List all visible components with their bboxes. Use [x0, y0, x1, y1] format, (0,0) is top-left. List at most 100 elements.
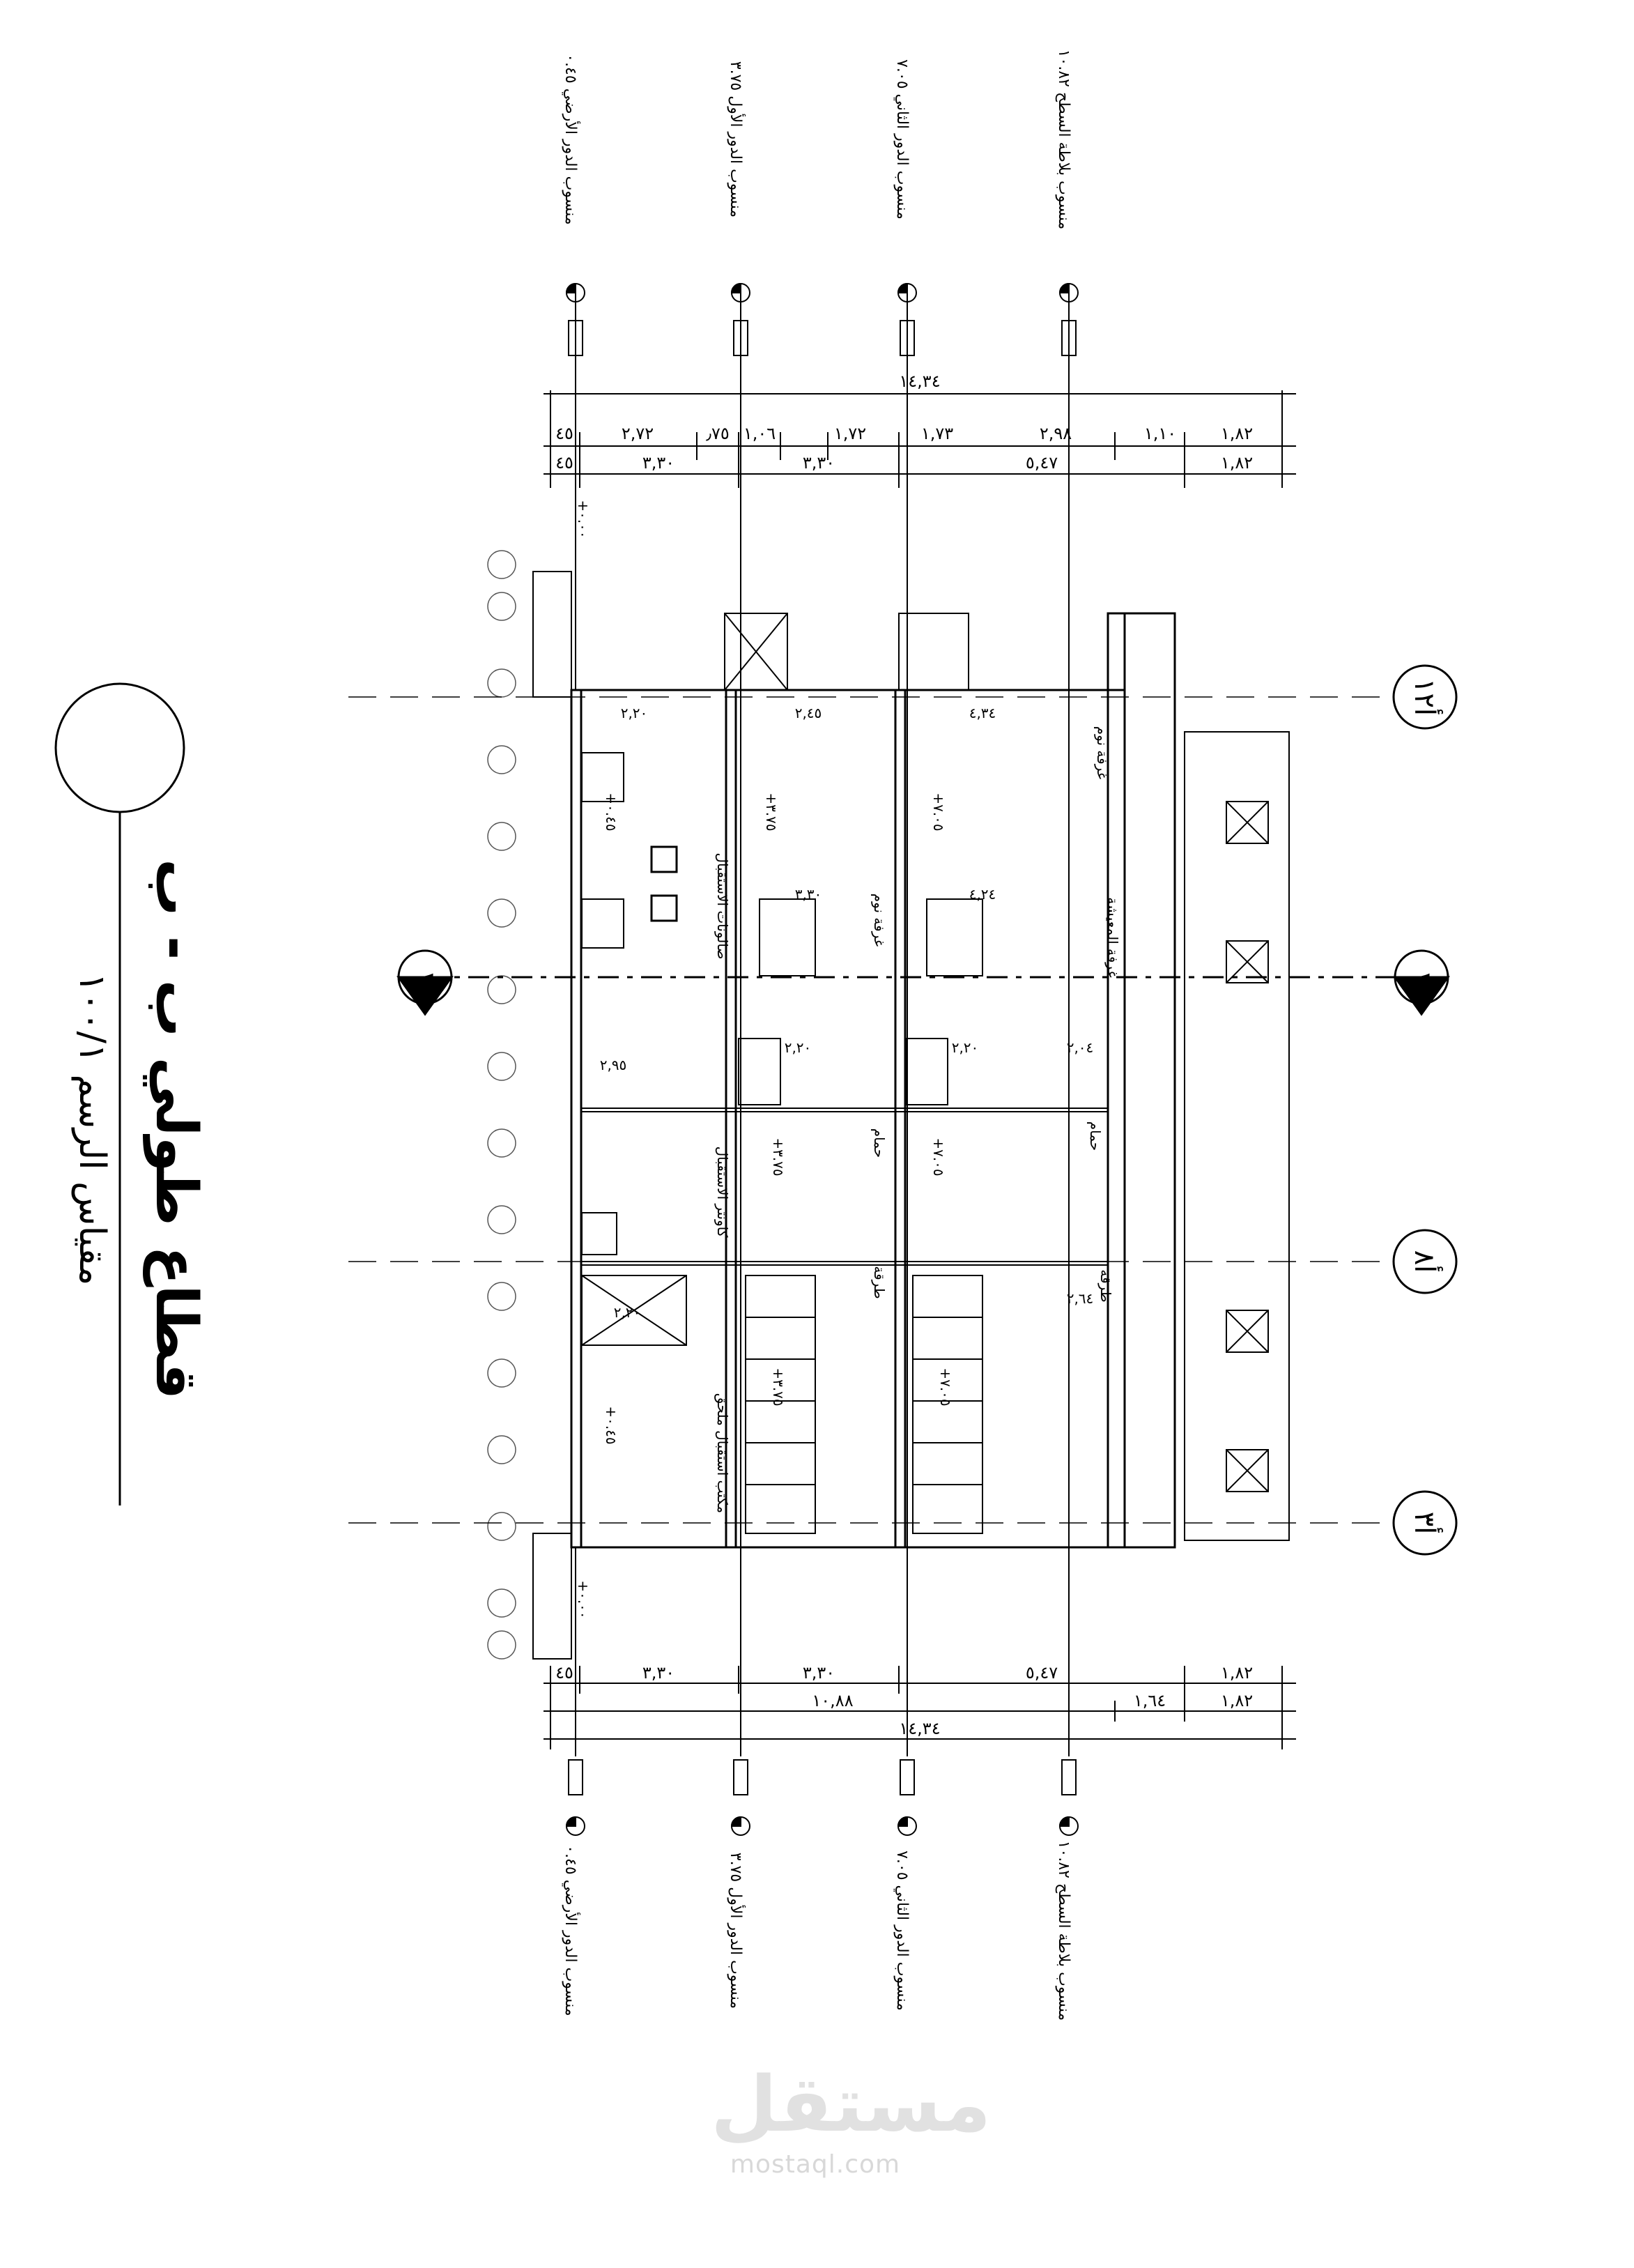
- drawing-title: قطاع طولي ب - ب: [143, 859, 209, 1400]
- dim-bot-r1-4: ١,٨٢: [1221, 1663, 1253, 1683]
- dim-bot-r2-1: ١,٦٤: [1134, 1691, 1166, 1710]
- level-label-bottom-ground: منسوب الدور الأرضي ٠.٤٥: [562, 1845, 580, 2016]
- sofa: [581, 752, 624, 802]
- level-label-top-ground: منسوب الدور الأرضي ٠.٤٥: [562, 54, 580, 224]
- dim-top-r1-7: ١,١٠: [1144, 424, 1176, 443]
- spot-level: +٧.٠٥: [930, 792, 947, 831]
- dim-top-r1-6: ٢,٩٨: [1040, 424, 1072, 443]
- dim-top-r1-0: ٤٥: [555, 424, 573, 443]
- dim-bot-overall: ١٤,٣٤: [899, 1719, 940, 1738]
- dim-top-r1-4: ١,٧٢: [834, 424, 866, 443]
- dim-top-r1-8: ١,٨٢: [1221, 424, 1253, 443]
- dim-bot-r2-0: ١٠,٨٨: [812, 1691, 853, 1710]
- dim-top-r2-4: ١,٨٢: [1221, 453, 1253, 473]
- section-mark-right: ١: [1405, 970, 1437, 984]
- spot-level: +٣.٧٥: [770, 1367, 787, 1406]
- title-circle: [54, 682, 185, 813]
- stair-flight: [745, 1275, 816, 1534]
- room-dim: ٣,٣٠: [795, 886, 822, 903]
- room-name: غرفة نوم: [871, 894, 888, 947]
- window: [650, 845, 678, 873]
- sofa: [581, 898, 624, 949]
- drawing-scale: مقياس الرسم ١٠٠/١: [71, 973, 113, 1286]
- grid-axis-label-3: أ٣: [1408, 1512, 1443, 1535]
- counter: [581, 1212, 617, 1255]
- dim-top-r2-1: ٣,٣٠: [642, 453, 675, 473]
- dim-top-r2-3: ٥,٤٧: [1026, 453, 1058, 473]
- room-dim: ٢,٢٠: [614, 1304, 641, 1321]
- bed: [759, 898, 816, 976]
- dim-top-r1-5: ١,٧٣: [921, 424, 953, 443]
- spot-level: +٠.٤٥: [603, 792, 619, 831]
- level-label-top-first: منسوب الدور الأول ٣.٧٥: [727, 61, 746, 217]
- wardrobe: [905, 1038, 948, 1105]
- title-block: قطاع طولي ب - ب مقياس الرسم ١٠٠/١: [54, 682, 209, 1505]
- stair-flight: [912, 1275, 983, 1534]
- level-label-bottom-roof: منسوب بلاطة السطح ١٠.٨٢: [1055, 1841, 1072, 2021]
- watermark-latin: mostaql.com: [730, 2150, 901, 2179]
- dim-bot-r2-2: ١,٨٢: [1221, 1691, 1253, 1710]
- grid-axes: [348, 664, 1458, 1556]
- parapet-detail: [532, 571, 969, 1660]
- room-name: حمام: [1087, 1121, 1104, 1151]
- room-dim: ٢,٩٥: [600, 1057, 627, 1073]
- room-name: كاونتر الاستقبال: [714, 1147, 731, 1238]
- room-dim: ٤,٢٤: [969, 886, 996, 903]
- room-name: غرفة نوم: [1094, 726, 1111, 779]
- dimension-lines-bottom: [544, 1666, 1296, 1749]
- room-name: غرفة المعيشة: [1104, 897, 1121, 978]
- level-label-bottom-first: منسوب الدور الأول ٣.٧٥: [727, 1853, 746, 2009]
- roof-parapet: [1123, 612, 1176, 1549]
- dim-top-r2-2: ٣,٣٠: [803, 453, 835, 473]
- building-section: [570, 612, 1176, 1549]
- ground-slab: [570, 689, 583, 1549]
- dimension-lines-top: [544, 390, 1296, 488]
- dim-bot-r1-3: ٥,٤٧: [1026, 1663, 1058, 1683]
- elevator-box: [581, 1275, 687, 1346]
- grid-axis-label-2: أ٨: [1408, 1250, 1443, 1273]
- dim-top-r1-1: ٢,٧٢: [622, 424, 654, 443]
- room-dim: ٤,٣٤: [969, 705, 996, 721]
- shrub-hatch: [487, 550, 516, 1660]
- room-dim: ٢,٤٥: [795, 705, 822, 721]
- grid-axis-label-1: أ١٢: [1408, 678, 1443, 716]
- dim-top-r1-3: ١,٠٦: [743, 424, 776, 443]
- level-label-top-second: منسوب الدور الثاني ٧.٠٥: [893, 59, 911, 220]
- dim-top-overall: ١٤,٣٤: [899, 371, 940, 391]
- spot-level: +٠.٤٥: [603, 1406, 619, 1444]
- room-dim: ٢,٦٤: [1067, 1290, 1094, 1307]
- spot-level: +٣.٧٥: [763, 792, 780, 831]
- dim-top-r2-0: ٤٥: [555, 453, 573, 473]
- room-dim: ٢,٢٠: [785, 1039, 812, 1056]
- spot-level: +٠.٠٠: [575, 1580, 592, 1618]
- room-dim: ٢,٢٠: [952, 1039, 979, 1056]
- spot-level: +٠.٠٠: [575, 500, 592, 538]
- dim-bot-r1-0: ٤٥: [555, 1663, 573, 1683]
- grid-axis-icon: [1392, 1490, 1458, 1556]
- bed: [926, 898, 983, 976]
- room-dim: ٢,٢٠: [621, 705, 648, 721]
- level-label-top-roof: منسوب بلاطة السطح ١٠.٨٢: [1055, 49, 1072, 230]
- second-floor-slab: [894, 689, 907, 1549]
- dim-top-r1-2: ٫٧٥: [706, 424, 730, 443]
- level-markers-bottom: [565, 1759, 1079, 1836]
- room-name: حمام: [871, 1128, 888, 1158]
- room-name: طرقة: [871, 1266, 888, 1298]
- grid-axis-icon: [1392, 1229, 1458, 1294]
- room-name: صالونات الاستقبال: [714, 853, 731, 960]
- watermark-arabic: مستقل: [711, 2060, 992, 2149]
- level-markers-top: [565, 282, 1079, 1756]
- spot-level: +٧.٠٥: [930, 1137, 947, 1176]
- spot-level: +٧.٠٥: [937, 1367, 954, 1406]
- dim-bot-r1-2: ٣,٣٠: [803, 1663, 835, 1683]
- level-label-bottom-second: منسوب الدور الثاني ٧.٠٥: [893, 1851, 911, 2011]
- grid-axis-icon: [1392, 664, 1458, 730]
- room-name: طرقة: [1097, 1269, 1114, 1302]
- wardrobe: [738, 1038, 781, 1105]
- room-dim: ٢,٠٤: [1067, 1039, 1094, 1056]
- room-name: مكتب استقبال ملحق: [714, 1393, 731, 1513]
- facade-columns: [1184, 731, 1290, 1541]
- dim-bot-r1-1: ٣,٣٠: [642, 1663, 675, 1683]
- section-mark-left: ١: [408, 970, 440, 984]
